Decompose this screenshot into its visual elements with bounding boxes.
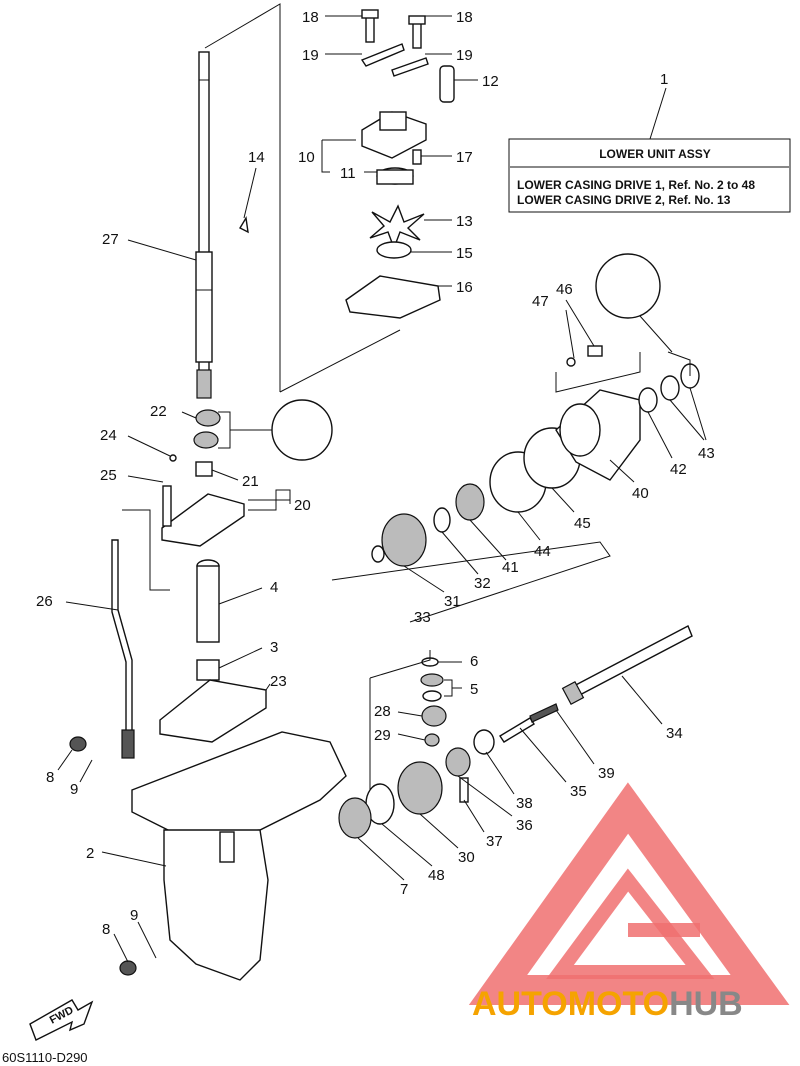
callout-7: 7 bbox=[400, 881, 408, 898]
callout-15: 15 bbox=[456, 245, 473, 262]
callout-45: 45 bbox=[574, 515, 591, 532]
callout-19: 19 bbox=[302, 47, 319, 64]
callout-8: 8 bbox=[102, 921, 110, 938]
callout-14: 14 bbox=[248, 149, 265, 166]
water-pump-parts bbox=[345, 9, 455, 319]
callout-42: 42 bbox=[670, 461, 687, 478]
callout-28: 28 bbox=[374, 703, 391, 720]
callout-8: 8 bbox=[46, 769, 54, 786]
callout-33: 33 bbox=[414, 609, 431, 626]
callout-13: 13 bbox=[456, 213, 473, 230]
callout-20: 20 bbox=[294, 497, 311, 514]
callout-37: 37 bbox=[486, 833, 503, 850]
callout-31: 31 bbox=[444, 593, 461, 610]
callout-9: 9 bbox=[70, 781, 78, 798]
callout-38: 38 bbox=[516, 795, 533, 812]
callout-22: 22 bbox=[150, 403, 167, 420]
callout-46: 46 bbox=[556, 281, 573, 298]
callout-5: 5 bbox=[470, 681, 478, 698]
callout-30: 30 bbox=[458, 849, 475, 866]
watermark-text: AUTOMOTOHUB bbox=[472, 985, 743, 1023]
callout-25: 25 bbox=[100, 467, 117, 484]
callout-23: 23 bbox=[270, 673, 287, 690]
callout-29: 29 bbox=[374, 727, 391, 744]
callout-6: 6 bbox=[470, 653, 478, 670]
callout-39: 39 bbox=[598, 765, 615, 782]
callout-4: 4 bbox=[270, 579, 278, 596]
housing-parts bbox=[159, 409, 267, 743]
callout-44: 44 bbox=[534, 543, 551, 560]
callout-47: 47 bbox=[532, 293, 549, 310]
callout-10: 10 bbox=[298, 149, 315, 166]
callout-27: 27 bbox=[102, 231, 119, 248]
diagram-code: 60S1110-D290 bbox=[2, 1050, 88, 1065]
callout-17: 17 bbox=[456, 149, 473, 166]
callout-36: 36 bbox=[516, 817, 533, 834]
callout-40: 40 bbox=[632, 485, 649, 502]
watermark-text-part1: AUTOMOTO bbox=[472, 985, 669, 1023]
callout-12: 12 bbox=[482, 73, 499, 90]
callout-48: 48 bbox=[428, 867, 445, 884]
seal-14 bbox=[239, 215, 249, 234]
assy-box-line2: LOWER CASING DRIVE 2, Ref. No. 13 bbox=[517, 193, 731, 207]
watermark-text-part2: HUB bbox=[669, 985, 743, 1023]
gear-parts bbox=[338, 345, 700, 839]
callout-2: 2 bbox=[86, 845, 94, 862]
lower-casing bbox=[69, 731, 347, 981]
shift-rod bbox=[111, 539, 135, 759]
watermark-logo bbox=[468, 782, 790, 1005]
cc-icon-lower bbox=[595, 253, 661, 319]
callout-24: 24 bbox=[100, 427, 117, 444]
callout-41: 41 bbox=[502, 559, 519, 576]
callout-21: 21 bbox=[242, 473, 259, 490]
callout-16: 16 bbox=[456, 279, 473, 296]
assy-box-title: LOWER UNIT ASSY bbox=[599, 147, 711, 161]
callout-19: 19 bbox=[456, 47, 473, 64]
callout-35: 35 bbox=[570, 783, 587, 800]
assy-box-line1: LOWER CASING DRIVE 1, Ref. No. 2 to 48 bbox=[517, 178, 755, 192]
callout-43: 43 bbox=[698, 445, 715, 462]
callout-32: 32 bbox=[474, 575, 491, 592]
callout-1: 1 bbox=[660, 71, 668, 88]
callout-26: 26 bbox=[36, 593, 53, 610]
fwd-arrow-icon: FWD bbox=[29, 999, 94, 1041]
leader-lines bbox=[57, 15, 707, 963]
callout-34: 34 bbox=[666, 725, 683, 742]
drive-shaft bbox=[195, 51, 213, 399]
cc-icon-upper bbox=[271, 399, 333, 461]
callout-18: 18 bbox=[302, 9, 319, 26]
callout-11: 11 bbox=[340, 165, 356, 182]
callout-3: 3 bbox=[270, 639, 278, 656]
callout-9: 9 bbox=[130, 907, 138, 924]
assy-box: LOWER UNIT ASSY LOWER CASING DRIVE 1, Re… bbox=[508, 71, 791, 213]
part-callouts: 18 18 19 19 12 14 10 17 11 13 27 15 16 4… bbox=[36, 9, 715, 938]
callout-18: 18 bbox=[456, 9, 473, 26]
